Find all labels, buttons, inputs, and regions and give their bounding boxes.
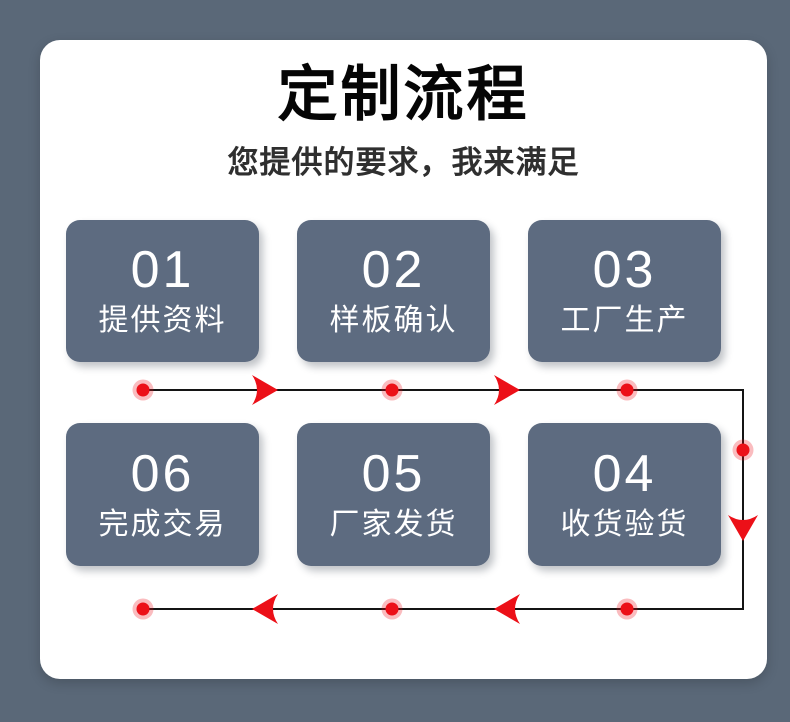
step-number: 05 [361, 444, 426, 503]
step-tile-06: 06 完成交易 [66, 423, 259, 566]
step-number: 01 [130, 241, 195, 299]
step-tile-03: 03 工厂生产 [528, 220, 721, 362]
step-tile-04: 04 收货验货 [528, 423, 721, 566]
step-label: 工厂生产 [560, 304, 689, 337]
step-label: 样板确认 [329, 304, 458, 337]
step-tile-01: 01 提供资料 [66, 220, 259, 362]
step-number: 02 [361, 241, 426, 299]
step-number: 03 [592, 241, 657, 299]
step-number: 06 [130, 444, 195, 503]
page-title: 定制流程 [277, 61, 530, 128]
step-tile-02: 02 样板确认 [297, 220, 490, 362]
step-tile-05: 05 厂家发货 [297, 423, 490, 566]
page-subtitle: 您提供的要求，我来满足 [227, 145, 580, 180]
step-label: 收货验货 [560, 507, 689, 541]
step-label: 厂家发货 [329, 507, 458, 541]
step-label: 完成交易 [98, 507, 227, 541]
step-label: 提供资料 [98, 304, 227, 337]
step-number: 04 [592, 444, 657, 503]
